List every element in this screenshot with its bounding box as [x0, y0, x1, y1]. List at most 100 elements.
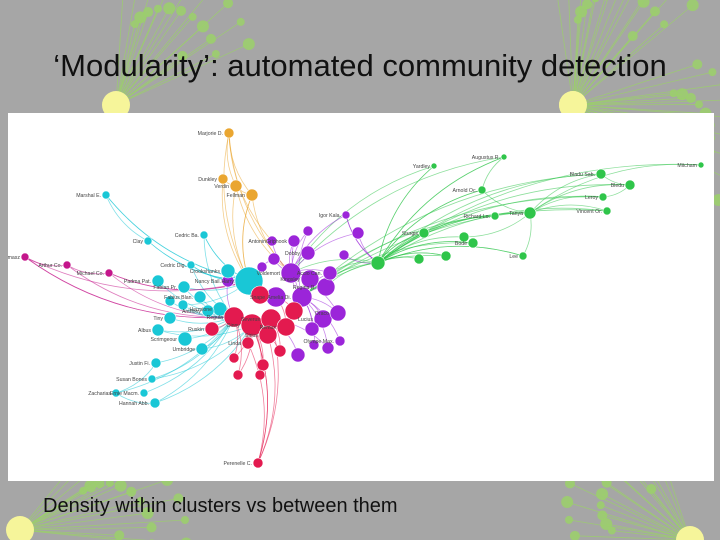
- graph-node: [290, 347, 306, 363]
- node-label: Fabian Pr.: [153, 285, 177, 291]
- graph-edge: [463, 212, 531, 238]
- graph-node: [418, 227, 430, 239]
- node-label: Vincent Or.: [576, 209, 602, 215]
- graph-node: [149, 397, 161, 409]
- node-label: Tanya: [509, 211, 523, 217]
- node-label: Harry: [221, 279, 234, 285]
- graph-node: [300, 245, 316, 261]
- node-label: Linda: [228, 341, 241, 347]
- node-label: Dobby: [285, 251, 300, 257]
- graph-node: [254, 369, 266, 381]
- graph-node: [151, 323, 165, 337]
- node-label: Draco: [315, 311, 329, 317]
- node-label: Marjorie D.: [198, 131, 223, 137]
- graph-edge: [529, 173, 602, 214]
- node-label: Ernie Macm.: [110, 391, 139, 397]
- graph-node: [338, 249, 350, 261]
- node-label: Griphook: [266, 239, 287, 245]
- graph-node: [370, 255, 386, 271]
- graph-node: [62, 260, 72, 270]
- graph-node: [413, 253, 425, 265]
- node-label: Albus: [138, 328, 151, 334]
- graph-node: [267, 252, 281, 266]
- node-label: Sirius: [245, 333, 258, 339]
- node-label: Padma Pat.: [124, 279, 151, 285]
- graph-node: [217, 173, 229, 185]
- graph-node: [223, 127, 235, 139]
- graph-node: [300, 269, 320, 289]
- graph-node: [430, 162, 438, 170]
- graph-node: [500, 153, 508, 161]
- node-label: Tomasz: [8, 255, 20, 261]
- node-label: Kingsley: [280, 277, 300, 283]
- node-label: Michael Co.: [77, 271, 104, 277]
- graph-node: [193, 290, 207, 304]
- graph-edge: [377, 156, 505, 264]
- node-label: Clay: [133, 239, 144, 245]
- graph-node: [321, 341, 335, 355]
- graph-node: [302, 225, 314, 237]
- graph-node: [351, 226, 365, 240]
- node-label: Arnold Oc.: [452, 188, 477, 194]
- graph-node: [266, 235, 278, 247]
- node-label: Ginny: [226, 323, 240, 329]
- decoration-cluster: [102, 0, 255, 119]
- node-label: Fellman: [227, 193, 246, 199]
- graph-node: [20, 252, 30, 262]
- node-label: Nancy Bail.: [195, 279, 221, 285]
- node-label: Umbridge: [173, 347, 196, 353]
- graph-edge: [154, 316, 235, 404]
- graph-node: [322, 265, 338, 281]
- graph-node: [256, 358, 270, 372]
- graph-edge: [143, 316, 235, 394]
- graph-edge: [232, 185, 250, 282]
- graph-node: [143, 236, 153, 246]
- node-label: Anthony: [182, 309, 201, 315]
- node-label: Cedric Dig.: [160, 263, 186, 269]
- node-label: Richard Lo.: [463, 214, 490, 220]
- graph-node: [101, 190, 111, 200]
- node-label: Augustus R.: [472, 155, 500, 161]
- graph-edge: [377, 163, 702, 264]
- graph-edge: [235, 185, 292, 274]
- node-label: Severus: [241, 317, 260, 323]
- graph-node: [490, 211, 500, 221]
- graph-node: [477, 185, 487, 195]
- node-label: Sturgis: [402, 231, 419, 237]
- node-label: Tiny: [153, 316, 163, 322]
- node-label: Bode: [455, 241, 467, 247]
- graph-node: [316, 277, 336, 297]
- graph-edge: [115, 316, 235, 394]
- graph-node: [228, 352, 240, 364]
- node-label: Accio Can.: [297, 271, 322, 277]
- graph-labels: Marjorie D.DunkleyVerdinFellmanAugustus …: [8, 131, 697, 467]
- graph-node: [147, 374, 157, 384]
- node-label: Snape: [250, 295, 265, 301]
- graph-node: [252, 457, 264, 469]
- graph-node: [111, 388, 121, 398]
- graph-node: [229, 179, 243, 193]
- graph-edge: [377, 215, 496, 264]
- graph-edge: [529, 163, 702, 214]
- graph-node: [163, 311, 177, 325]
- graph-node: [232, 369, 244, 381]
- graph-node: [104, 268, 114, 278]
- graph-node: [273, 344, 287, 358]
- graph-node: [177, 331, 193, 347]
- graph-node: [304, 321, 320, 337]
- node-label: Bladu Sab.: [570, 172, 595, 178]
- node-label: Antonin: [248, 239, 266, 245]
- graph-edge: [228, 132, 292, 274]
- graph-node: [139, 388, 149, 398]
- node-label: Lucius: [298, 317, 313, 323]
- graph-node: [150, 357, 162, 369]
- node-label: Lee: [509, 254, 518, 260]
- node-label: Verdin: [214, 184, 229, 190]
- node-label: Arthur Co.: [38, 263, 62, 269]
- graph-node: [276, 317, 296, 337]
- graph-node: [220, 263, 236, 279]
- graph-node: [250, 285, 270, 305]
- graph-edge: [301, 196, 604, 298]
- graph-node: [280, 262, 302, 284]
- node-label: Zacharias: [88, 391, 111, 397]
